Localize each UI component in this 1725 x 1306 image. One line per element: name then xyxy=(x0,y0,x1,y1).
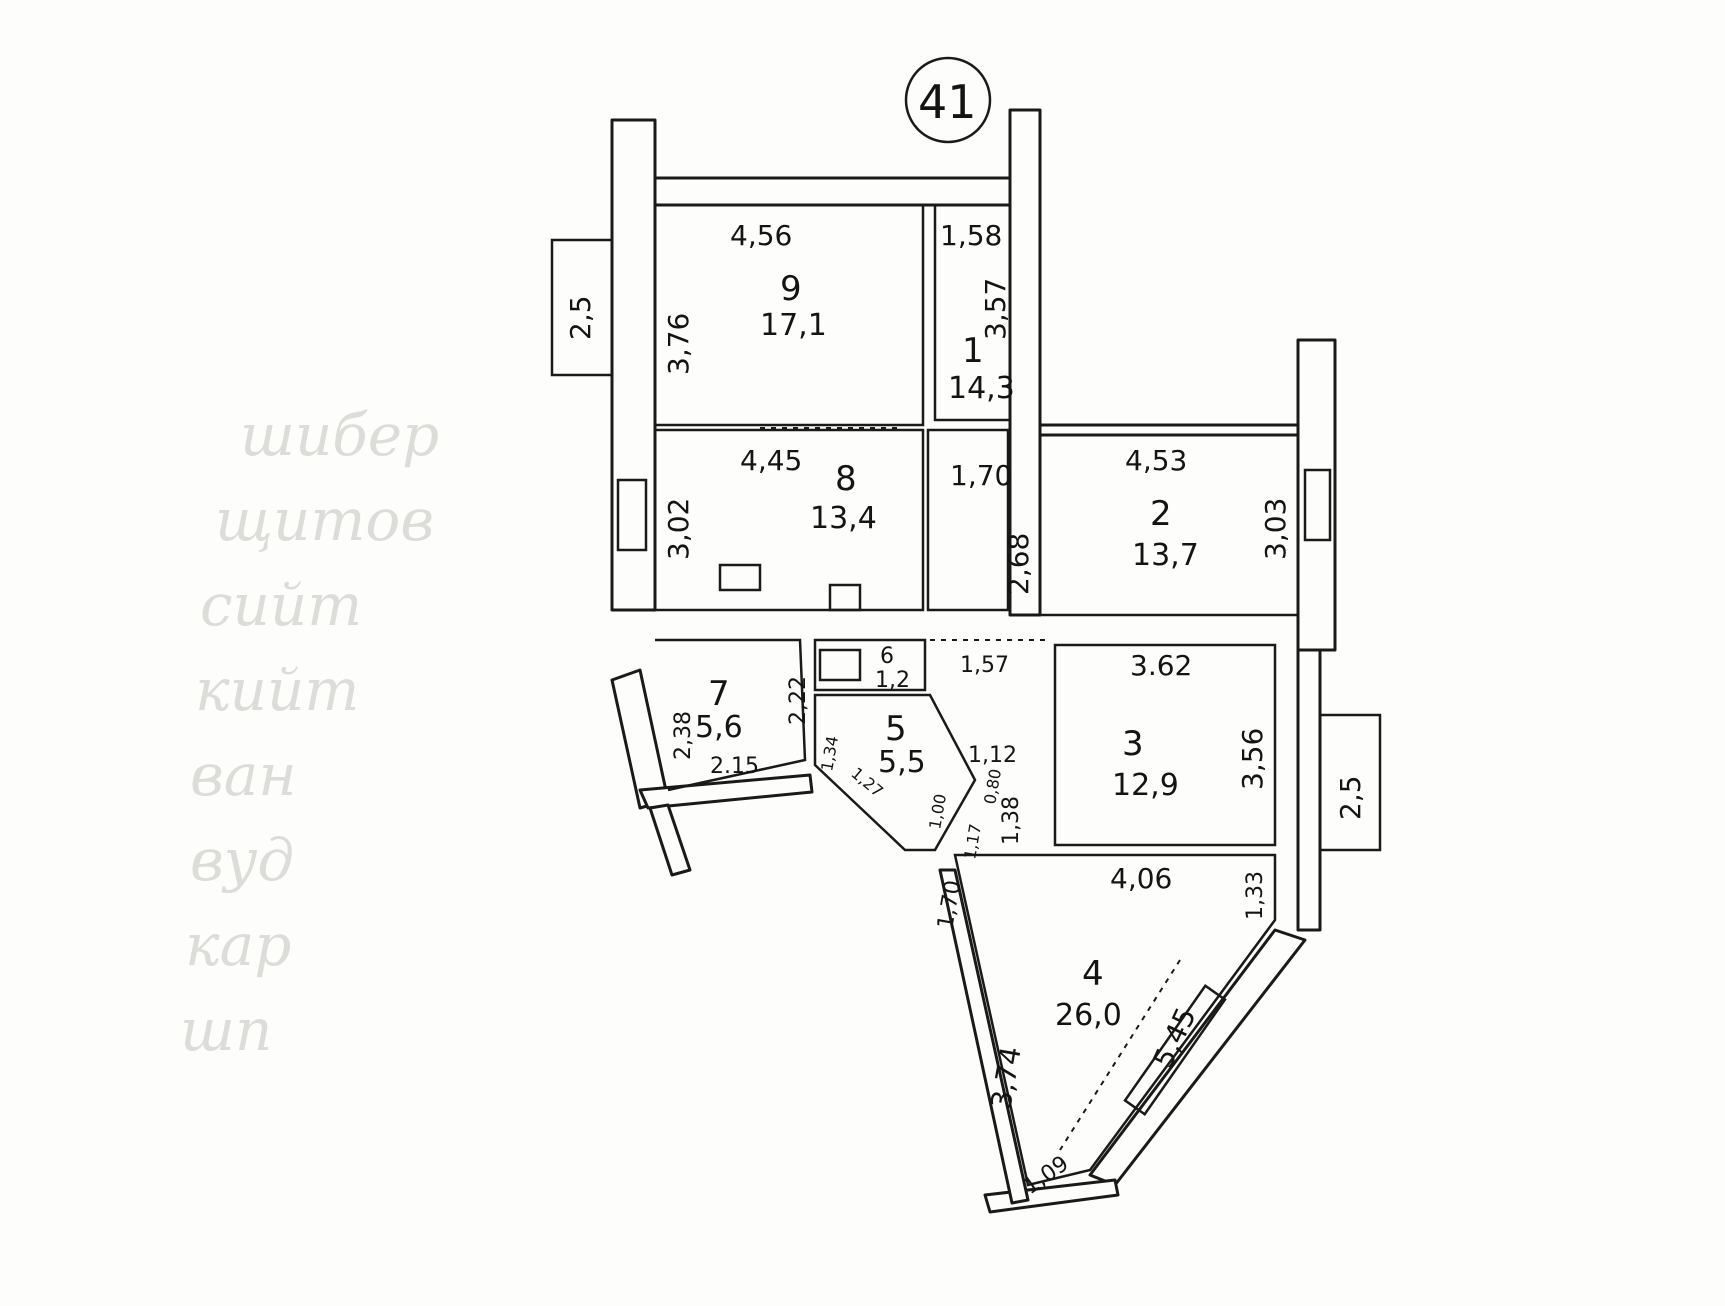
room9-outline xyxy=(653,203,925,427)
room5-outline xyxy=(813,693,977,852)
ghost-line-3: сийт xyxy=(200,571,362,639)
room-8-number: 8 xyxy=(835,459,857,499)
dim-r5-corner: 1,00 xyxy=(925,792,950,830)
balcony-right xyxy=(1318,713,1382,852)
bleed-through-text: шибер щитов сийт кийт ван вуд кар шп xyxy=(180,401,439,1064)
room4-diagonal-measure xyxy=(1059,959,1181,1151)
room-labels: 9 17,1 1 14,3 8 13,4 2 13,7 7 5,6 6 1,2 … xyxy=(695,269,1199,1033)
room-3-number: 3 xyxy=(1122,724,1144,764)
ghost-line-4: кийт xyxy=(195,656,359,724)
ghost-line-8: шп xyxy=(180,996,272,1064)
room-1-number: 1 xyxy=(962,331,984,371)
room-9-area: 17,1 xyxy=(760,308,827,343)
room-1-area: 14,3 xyxy=(948,371,1015,406)
dim-r8-height: 3,02 xyxy=(662,498,695,560)
ghost-line-5: ван xyxy=(190,741,297,809)
toilet-fixture xyxy=(818,648,862,682)
room-2-number: 2 xyxy=(1150,494,1172,534)
radiator-room8 xyxy=(616,478,648,552)
balcony-left-dim: 2,5 xyxy=(564,295,597,340)
dim-r9-height: 3,76 xyxy=(662,313,695,375)
dim-r2-width: 4,53 xyxy=(1125,444,1187,477)
radiator-room2 xyxy=(1303,468,1332,542)
room-2-area: 13,7 xyxy=(1132,538,1199,573)
wall-lower-left-stub xyxy=(648,803,692,877)
dim-r3-height: 3,56 xyxy=(1236,728,1269,790)
dim-r7-bottom: 2.15 xyxy=(710,754,759,779)
dim-r4-side: 1,33 xyxy=(1243,871,1268,920)
room-6-area: 1,2 xyxy=(875,668,910,693)
dim-hall-height: 2,68 xyxy=(1002,533,1035,595)
wall-right-lower xyxy=(1296,648,1322,932)
dim-hall-width: 1,70 xyxy=(950,459,1012,492)
dim-r8-width: 4,45 xyxy=(740,444,802,477)
apartment-badge-circle xyxy=(904,56,992,144)
dim-r9-width: 4,56 xyxy=(730,219,792,252)
room-5-area: 5,5 xyxy=(878,745,926,780)
room-4-number: 4 xyxy=(1082,954,1104,994)
room-3-area: 12,9 xyxy=(1112,768,1179,803)
dim-r5-side: 1,34 xyxy=(817,734,842,772)
dim-r5-height: 1,38 xyxy=(999,796,1024,845)
ghost-line-7: кар xyxy=(185,911,291,979)
apartment-badge: 41 xyxy=(904,56,992,144)
room7-outline xyxy=(655,638,807,792)
wall-room7-bottom xyxy=(638,773,814,810)
stove-fixture xyxy=(718,563,762,592)
room-8-area: 13,4 xyxy=(810,501,877,536)
wall-diagonal-right xyxy=(1088,928,1307,1187)
room2-outline xyxy=(1038,433,1300,617)
apartment-number: 41 xyxy=(918,75,977,129)
dim-r1-width: 1,58 xyxy=(940,219,1002,252)
ghost-line-1: шибер xyxy=(240,401,439,469)
wall-bottom xyxy=(983,1178,1120,1214)
room4-outline xyxy=(953,853,1277,1187)
sink-fixture xyxy=(828,583,862,612)
dim-r7-left: 2,38 xyxy=(671,711,696,760)
room-6-number: 6 xyxy=(880,644,894,669)
dim-r3-width: 3.62 xyxy=(1130,649,1192,682)
ghost-line-6: вуд xyxy=(190,826,294,894)
balcony-right-dim: 2,5 xyxy=(1334,775,1367,820)
room-5-number: 5 xyxy=(885,709,907,749)
room3-outline xyxy=(1053,643,1277,847)
dim-r6-width: 1,57 xyxy=(960,653,1009,678)
room-4-area: 26,0 xyxy=(1055,998,1122,1033)
dim-r4-width: 4,06 xyxy=(1110,862,1172,895)
dim-r5-width: 1,12 xyxy=(968,743,1017,768)
room-7-number: 7 xyxy=(708,674,730,714)
room6-outline xyxy=(813,638,927,692)
room1-outline xyxy=(933,203,1012,422)
wall-room4-left xyxy=(938,868,1030,1205)
wall-room2-top xyxy=(1038,423,1300,437)
window-room4 xyxy=(1123,984,1227,1116)
dim-r1-height: 3,57 xyxy=(979,278,1012,340)
dim-r2-height: 3,03 xyxy=(1259,498,1292,560)
room-7-area: 5,6 xyxy=(695,710,743,745)
ghost-line-2: щитов xyxy=(215,486,434,554)
walls xyxy=(610,108,1337,1214)
dim-r7-right: 2,22 xyxy=(786,676,811,725)
hall-outline xyxy=(926,428,1010,612)
room8-outline xyxy=(653,428,925,612)
partitions xyxy=(616,203,1332,1187)
balcony-left xyxy=(550,238,614,377)
room-9-number: 9 xyxy=(780,269,802,309)
balconies: 2,5 2,5 xyxy=(550,238,1382,852)
wall-top xyxy=(653,176,1012,207)
